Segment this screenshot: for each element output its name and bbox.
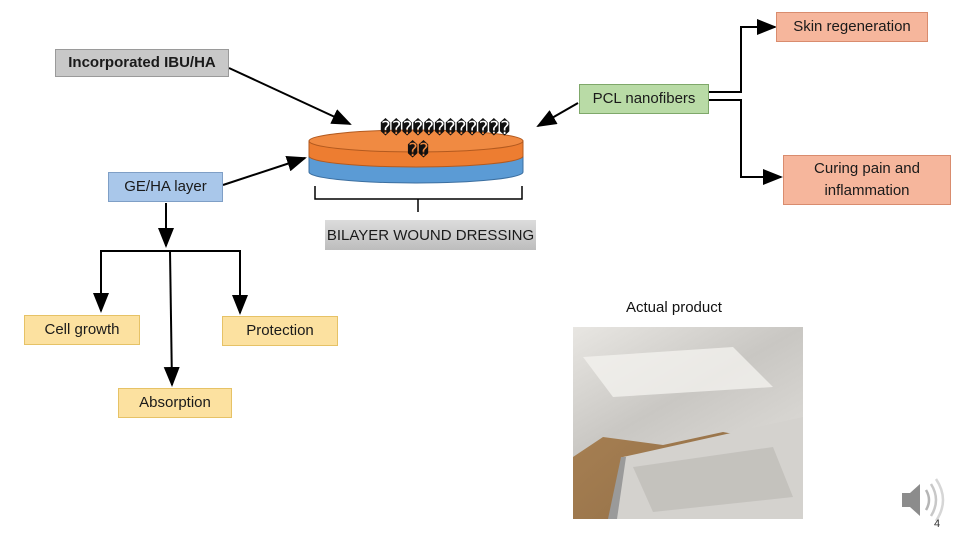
arrow-geha-to-dish (222, 156, 307, 186)
protection-box: Protection (222, 316, 338, 346)
skin-regeneration-box: Skin regeneration (776, 12, 928, 42)
cell-growth-box: Cell growth (24, 315, 140, 345)
cell-growth-label: Cell growth (44, 321, 120, 338)
arrow-to-skin-regeneration (709, 19, 777, 93)
garbled-text-line2: �� (407, 140, 429, 161)
absorption-label: Absorption (139, 394, 211, 411)
pcl-nanofibers-label: PCL nanofibers (592, 90, 696, 107)
incorporated-ibu-ha-label: Incorporated IBU/HA (68, 54, 216, 71)
bilayer-wound-dressing-box: BILAYER WOUND DRESSING (325, 220, 536, 250)
arrow-ibu-to-dish (228, 67, 352, 125)
ge-ha-layer-label: GE/HA layer (124, 178, 207, 195)
actual-product-caption: Actual product (626, 299, 722, 316)
bilayer-wound-dressing-label: BILAYER WOUND DRESSING (326, 227, 535, 244)
actual-product-photo (573, 327, 803, 519)
garbled-text-line1: ������������ (379, 118, 511, 139)
ge-ha-layer-box: GE/HA layer (108, 172, 223, 202)
page-number: 4 (934, 518, 941, 530)
curing-pain-box: Curing pain and inflammation (783, 155, 951, 205)
protection-label: Protection (246, 322, 314, 339)
curing-pain-label: Curing pain and inflammation (814, 160, 920, 199)
incorporated-ibu-ha-box: Incorporated IBU/HA (55, 49, 229, 77)
speaker-icon[interactable] (898, 478, 948, 527)
arrow-to-absorption (163, 250, 180, 387)
bilayer-dish (308, 129, 524, 184)
arrow-to-curing (709, 99, 783, 185)
skin-regeneration-label: Skin regeneration (793, 18, 911, 35)
bilayer-brace (314, 186, 523, 212)
arrow-pcl-to-dish (536, 102, 579, 127)
absorption-box: Absorption (118, 388, 232, 418)
pcl-nanofibers-box: PCL nanofibers (579, 84, 709, 114)
